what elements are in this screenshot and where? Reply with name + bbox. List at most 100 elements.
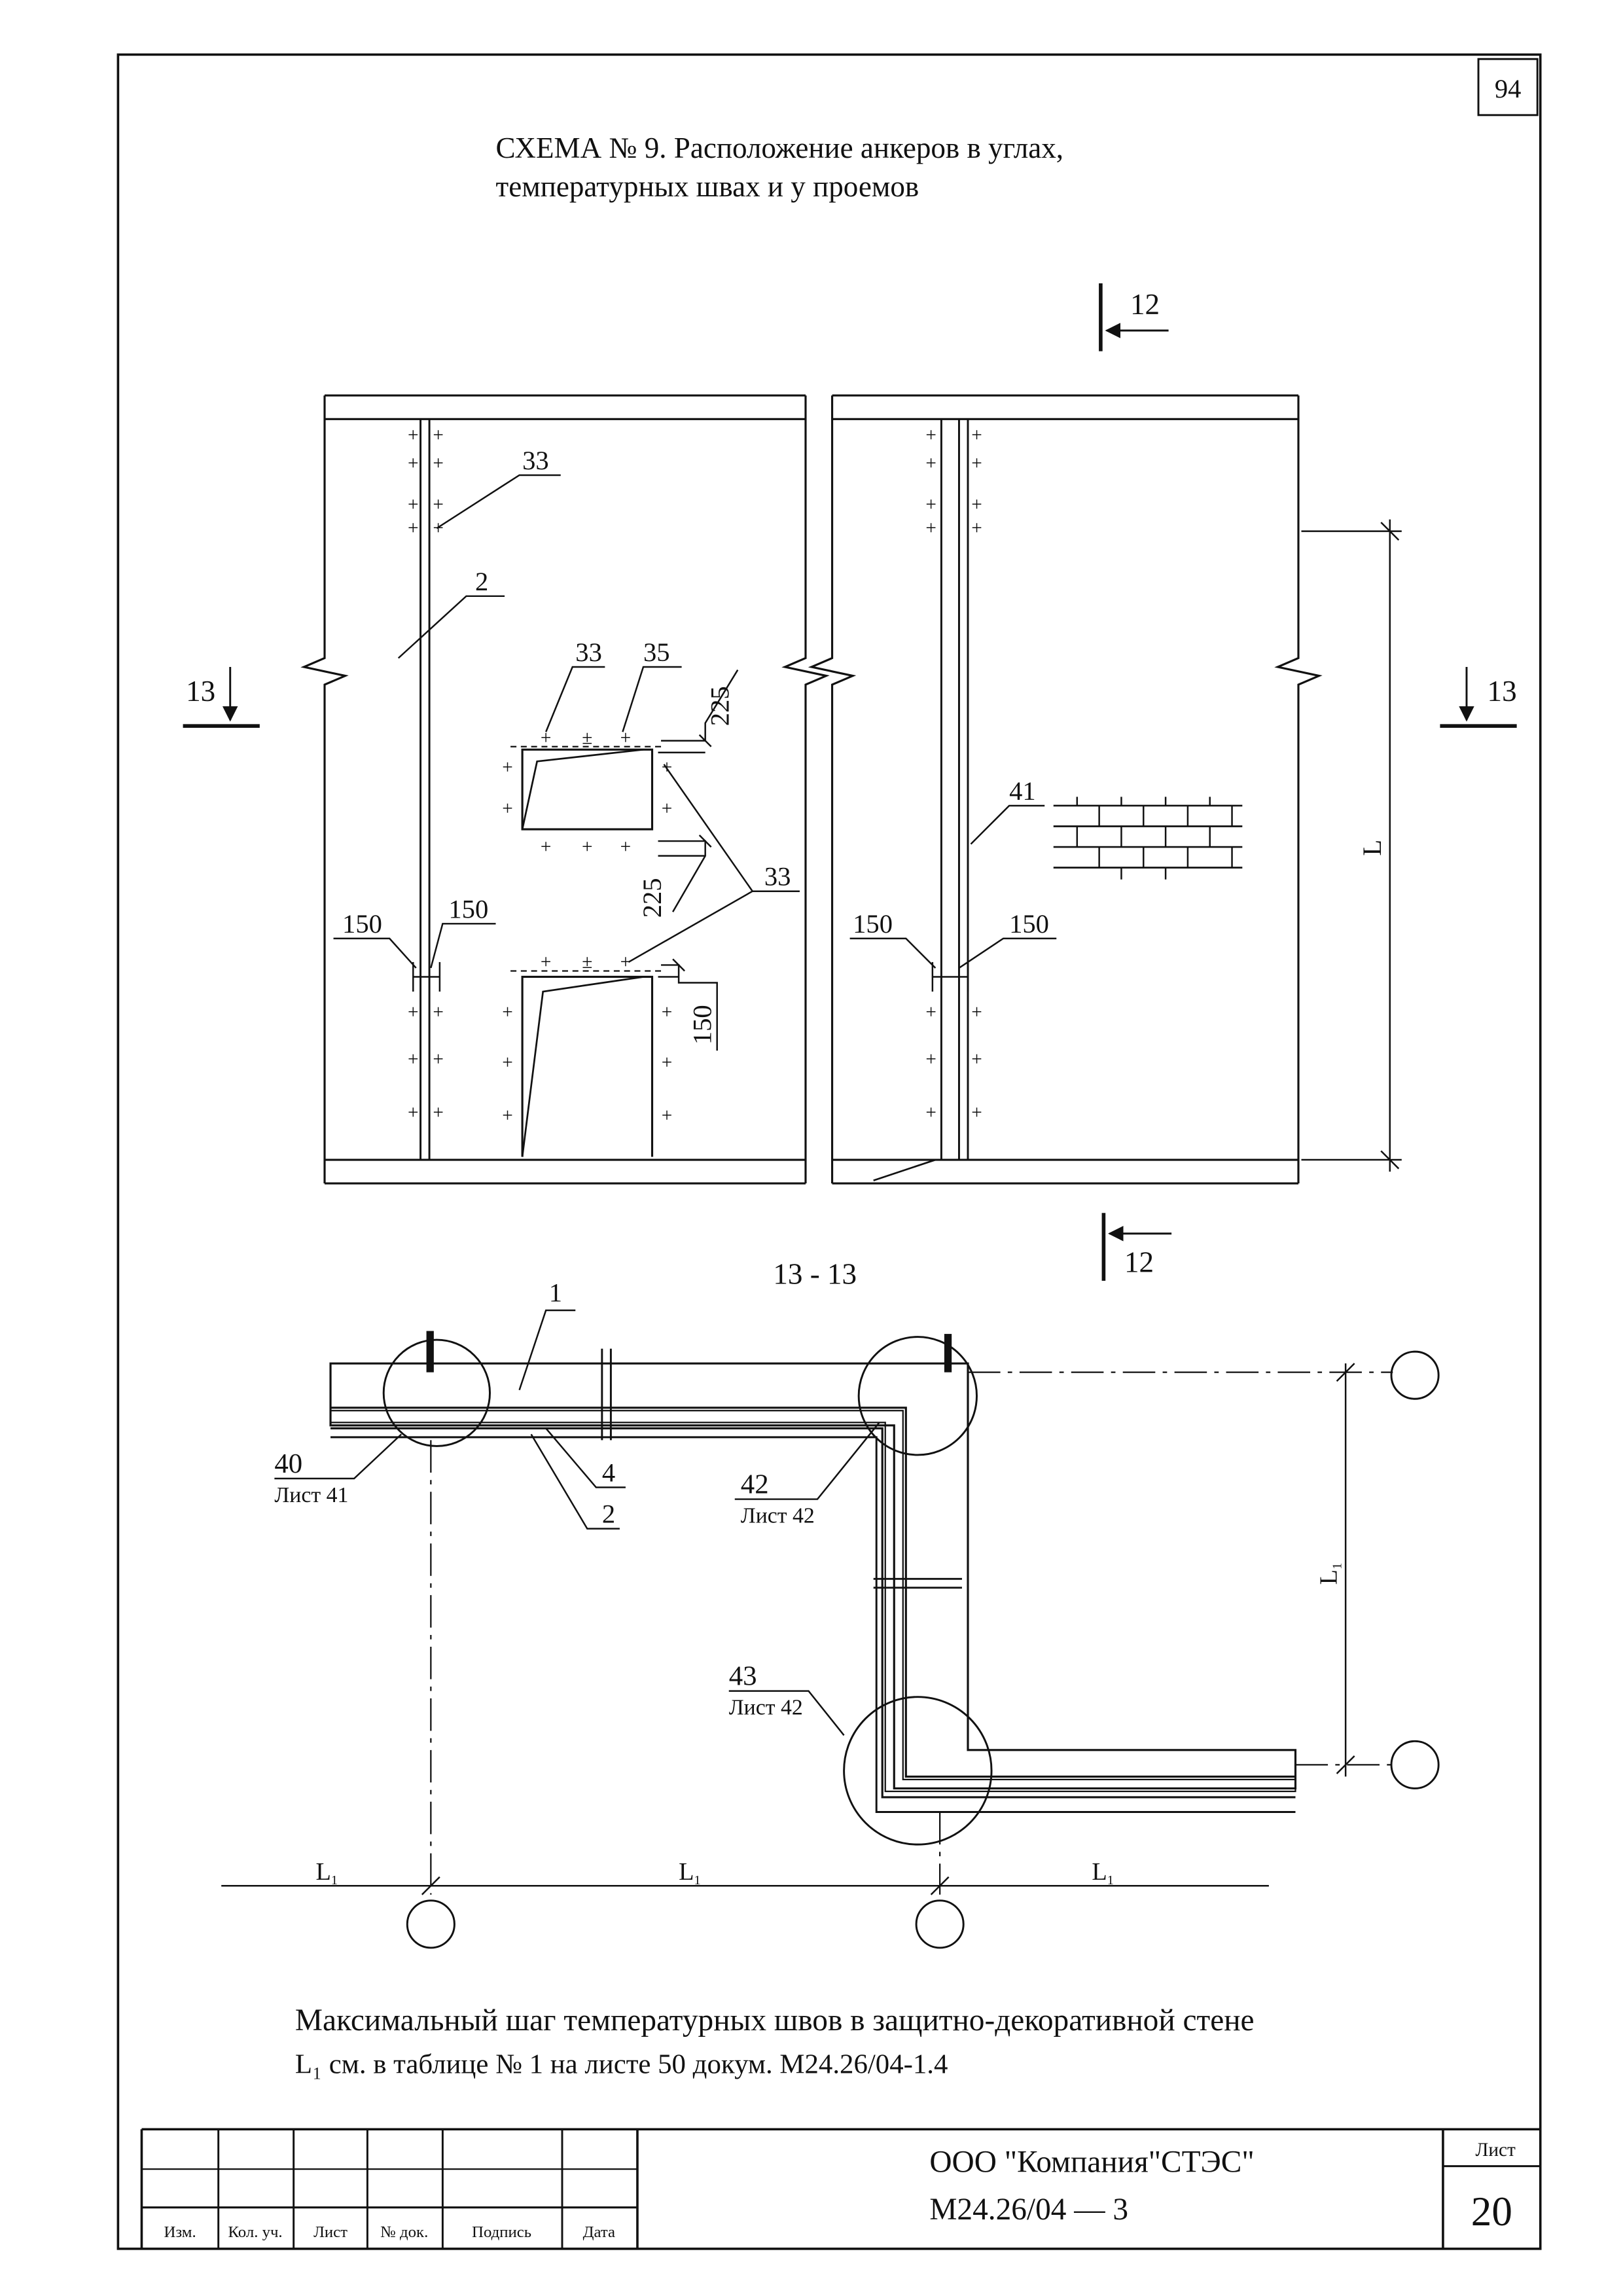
- callout-4: 4: [602, 1458, 615, 1488]
- left-wall-panel: [300, 394, 830, 1185]
- section-13-13-view: 13 - 13: [221, 1257, 1440, 1949]
- col-header: Подпись: [472, 2223, 531, 2241]
- callout-225-top: 225: [705, 686, 735, 726]
- anchor-mark: +: [971, 1049, 982, 1070]
- anchor-mark: +: [433, 425, 444, 446]
- section-label: 13 - 13: [773, 1257, 857, 1290]
- callout-43-sheet: Лист 42: [729, 1696, 803, 1720]
- section-dimensions: [221, 1363, 1355, 1895]
- l1-labels: L1 L1 L1 L1: [315, 1563, 1344, 1888]
- section-13-left-marker: 13: [183, 667, 260, 728]
- dimension-L: L: [1357, 840, 1387, 856]
- axis-bubble: [915, 1899, 965, 1949]
- callout-42: 42: [741, 1469, 769, 1500]
- anchor-mark: +: [541, 836, 552, 857]
- col-header: № док.: [380, 2223, 428, 2241]
- callout-33-top: 33: [522, 446, 549, 475]
- drawing-title: СХЕМА № 9. Расположение анкеров в углах,…: [496, 132, 1064, 203]
- callout-33-window: 33: [575, 637, 602, 667]
- callout-150-right-1: 150: [853, 909, 893, 939]
- anchor-mark: +: [433, 1049, 444, 1070]
- callout-150-left-2: 150: [448, 894, 488, 924]
- anchor-mark: +: [408, 453, 419, 474]
- anchor-mark: +: [925, 1049, 936, 1070]
- axis-lines: [430, 1371, 1393, 1895]
- anchor-mark: +: [541, 952, 552, 973]
- anchor-mark: +: [971, 453, 982, 474]
- section-12-top-label: 12: [1130, 288, 1160, 321]
- callout-2: 2: [475, 567, 488, 596]
- col-header: Лист: [313, 2223, 348, 2241]
- section-13-left-label: 13: [186, 675, 215, 708]
- callout-42-sheet: Лист 42: [741, 1504, 815, 1528]
- elevation-view: 12 12 13 13: [183, 283, 1517, 1281]
- title-line-2: температурных швах и у проемов: [496, 170, 919, 203]
- anchor-mark: +: [502, 1105, 513, 1126]
- title-line-1: СХЕМА № 9. Расположение анкеров в углах,: [496, 132, 1064, 164]
- section-12-bottom-label: 12: [1124, 1246, 1154, 1278]
- callout-1: 1: [549, 1278, 562, 1307]
- section-leaders: [274, 1309, 880, 1736]
- anchor-mark: +: [502, 1052, 513, 1073]
- anchor-mark: +: [502, 798, 513, 819]
- callout-41: 41: [1009, 776, 1036, 806]
- col-header: Изм.: [164, 2223, 196, 2241]
- section-callouts: 1 4 2 40 Лист 41 42 Лист 42 43 Лист 42: [274, 1278, 814, 1719]
- anchor-mark: +: [971, 425, 982, 446]
- anchor-mark: +: [925, 425, 936, 446]
- axis-bubble: [1390, 1350, 1440, 1400]
- company-name: ООО "Компания"СТЭС": [929, 2145, 1254, 2179]
- axis-bubble: [1390, 1740, 1440, 1789]
- anchor-mark: +: [408, 425, 419, 446]
- anchor-mark: +: [925, 494, 936, 515]
- title-block-column-headers: Изм. Кол. уч. Лист № док. Подпись Дата: [164, 2223, 615, 2241]
- l1-vertical-label: L1: [1315, 1563, 1345, 1585]
- anchor-mark: +: [925, 453, 936, 474]
- document-code: М24.26/04 — 3: [929, 2193, 1128, 2227]
- anchor-mark: +: [502, 1002, 513, 1023]
- anchor-mark: +: [433, 453, 444, 474]
- anchor-marks: + + + + + + + + + + + + + + + ± + + + + + + + + + ± + +…: [408, 425, 982, 1126]
- sheet-label: Лист: [1476, 2140, 1516, 2161]
- section-12-top-marker: 12: [1099, 283, 1169, 351]
- anchor-mark: +: [433, 494, 444, 515]
- wall-section-body: [329, 1331, 1297, 1813]
- anchor-mark: +: [620, 727, 632, 748]
- anchor-mark: +: [971, 494, 982, 515]
- anchor-mark: +: [408, 1102, 419, 1123]
- elevation-leaders: [333, 474, 1402, 1172]
- anchor-mark: +: [971, 1102, 982, 1123]
- anchor-mark: ±: [582, 952, 592, 973]
- l1-left-label: L1: [315, 1858, 338, 1888]
- detail-circles: [382, 1336, 993, 1846]
- callout-35: 35: [643, 637, 670, 667]
- anchor-mark: +: [541, 727, 552, 748]
- l1-right-label: L1: [1092, 1858, 1114, 1888]
- page-number: 94: [1495, 74, 1522, 103]
- section-13-right-marker: 13: [1440, 667, 1517, 728]
- anchor-mark: +: [408, 518, 419, 539]
- title-block: Изм. Кол. уч. Лист № док. Подпись Дата О…: [140, 2128, 1541, 2249]
- sheet-frame: [116, 53, 1542, 2250]
- section-13-right-label: 13: [1488, 675, 1517, 708]
- anchor-mark: +: [925, 1102, 936, 1123]
- anchor-mark: +: [662, 1002, 673, 1023]
- callout-2-section: 2: [602, 1499, 615, 1529]
- axis-bubble: [406, 1899, 455, 1949]
- anchor-mark: +: [582, 836, 593, 857]
- anchor-mark: +: [971, 1002, 982, 1023]
- note-line-1: Максимальный шаг температурных швов в за…: [295, 2003, 1255, 2037]
- anchor-mark: +: [408, 494, 419, 515]
- anchor-mark: +: [662, 798, 673, 819]
- callout-150-left-1: 150: [342, 909, 382, 939]
- axis-bubbles: [406, 1350, 1440, 1949]
- callout-40-sheet: Лист 41: [274, 1483, 348, 1507]
- anchor-mark: +: [620, 836, 632, 857]
- callout-150-vertical: 150: [688, 1005, 717, 1045]
- notes: Максимальный шаг температурных швов в за…: [295, 2003, 1255, 2079]
- anchor-mark: +: [620, 952, 632, 973]
- elevation-callouts: 33 2 33 35 225 225 33 41 150 150 150 150…: [342, 446, 1387, 1045]
- anchor-mark: +: [925, 518, 936, 539]
- anchor-mark: ±: [582, 727, 592, 748]
